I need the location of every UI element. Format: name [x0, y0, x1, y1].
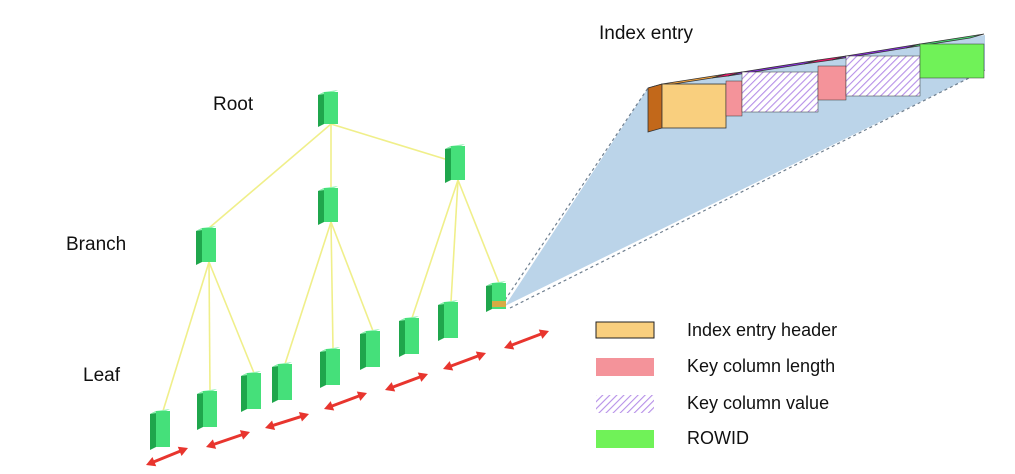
zoom-projection: [504, 35, 986, 309]
tree-line: [208, 261, 255, 374]
root-label: Root: [213, 94, 254, 115]
branch-node-1: [196, 226, 216, 265]
legend-swatch-value: [596, 395, 654, 413]
sibling-arrow: [504, 329, 549, 350]
leaf-node-3: [241, 371, 261, 412]
legend-label-header: Index entry header: [687, 320, 837, 340]
leaf-node-5: [320, 347, 340, 388]
sibling-arrow: [443, 351, 486, 371]
leaf-node-7: [399, 316, 419, 357]
header-front-face: [661, 83, 727, 129]
sibling-arrow: [265, 411, 309, 431]
sibling-arrow: [146, 446, 188, 467]
header-side-face: [647, 83, 663, 133]
leaf-sibling-arrows: [146, 329, 549, 467]
length-front-face-1: [725, 80, 743, 117]
leaf-node-8: [438, 300, 458, 341]
legend-label-rowid: ROWID: [687, 428, 749, 448]
leaf-node-4: [272, 362, 292, 403]
tree-line: [208, 123, 332, 229]
legend-label-value: Key column value: [687, 393, 829, 413]
legend-item-rowid: ROWID: [596, 428, 749, 448]
legend-swatch-rowid: [596, 430, 654, 448]
legend-label-length: Key column length: [687, 356, 835, 376]
sibling-arrow: [206, 430, 250, 449]
sibling-arrow: [324, 391, 367, 411]
root-node: [318, 90, 338, 127]
branch-node-3: [445, 144, 465, 183]
leaf-node-1: [150, 409, 170, 450]
tree-line: [330, 123, 459, 164]
index-entry-label: Index entry: [599, 23, 693, 44]
branch-label: Branch: [66, 234, 126, 255]
tree-nodes: [150, 90, 506, 450]
tree-line: [284, 221, 332, 365]
leaf-node-6: [360, 329, 380, 370]
leaf-node-9: [486, 281, 506, 312]
sibling-arrow: [385, 372, 428, 392]
branch-node-2: [318, 186, 338, 225]
tree-line: [411, 179, 459, 319]
tree-line: [450, 179, 459, 303]
tree-line: [208, 261, 211, 392]
legend-item-key-column-value: Key column value: [596, 393, 829, 413]
legend-swatch-header: [595, 321, 655, 339]
index-entry-bar: [647, 33, 985, 133]
length-front-face-2: [817, 65, 847, 101]
tree-lines: [162, 123, 500, 412]
legend-swatch-length: [596, 358, 654, 376]
legend: Index entry header Key column length Key…: [595, 320, 837, 448]
tree-line: [330, 221, 334, 350]
tree-line: [457, 179, 500, 284]
leaf-label: Leaf: [83, 365, 121, 386]
value-front-face-2: [845, 55, 921, 97]
value-front-face-1: [741, 71, 819, 113]
rowid-front-face: [919, 43, 985, 79]
legend-item-key-column-length: Key column length: [596, 356, 835, 376]
tree-line: [162, 261, 210, 412]
tree-line: [330, 221, 374, 332]
leaf-node-2: [197, 389, 217, 430]
legend-item-index-entry-header: Index entry header: [595, 320, 837, 340]
